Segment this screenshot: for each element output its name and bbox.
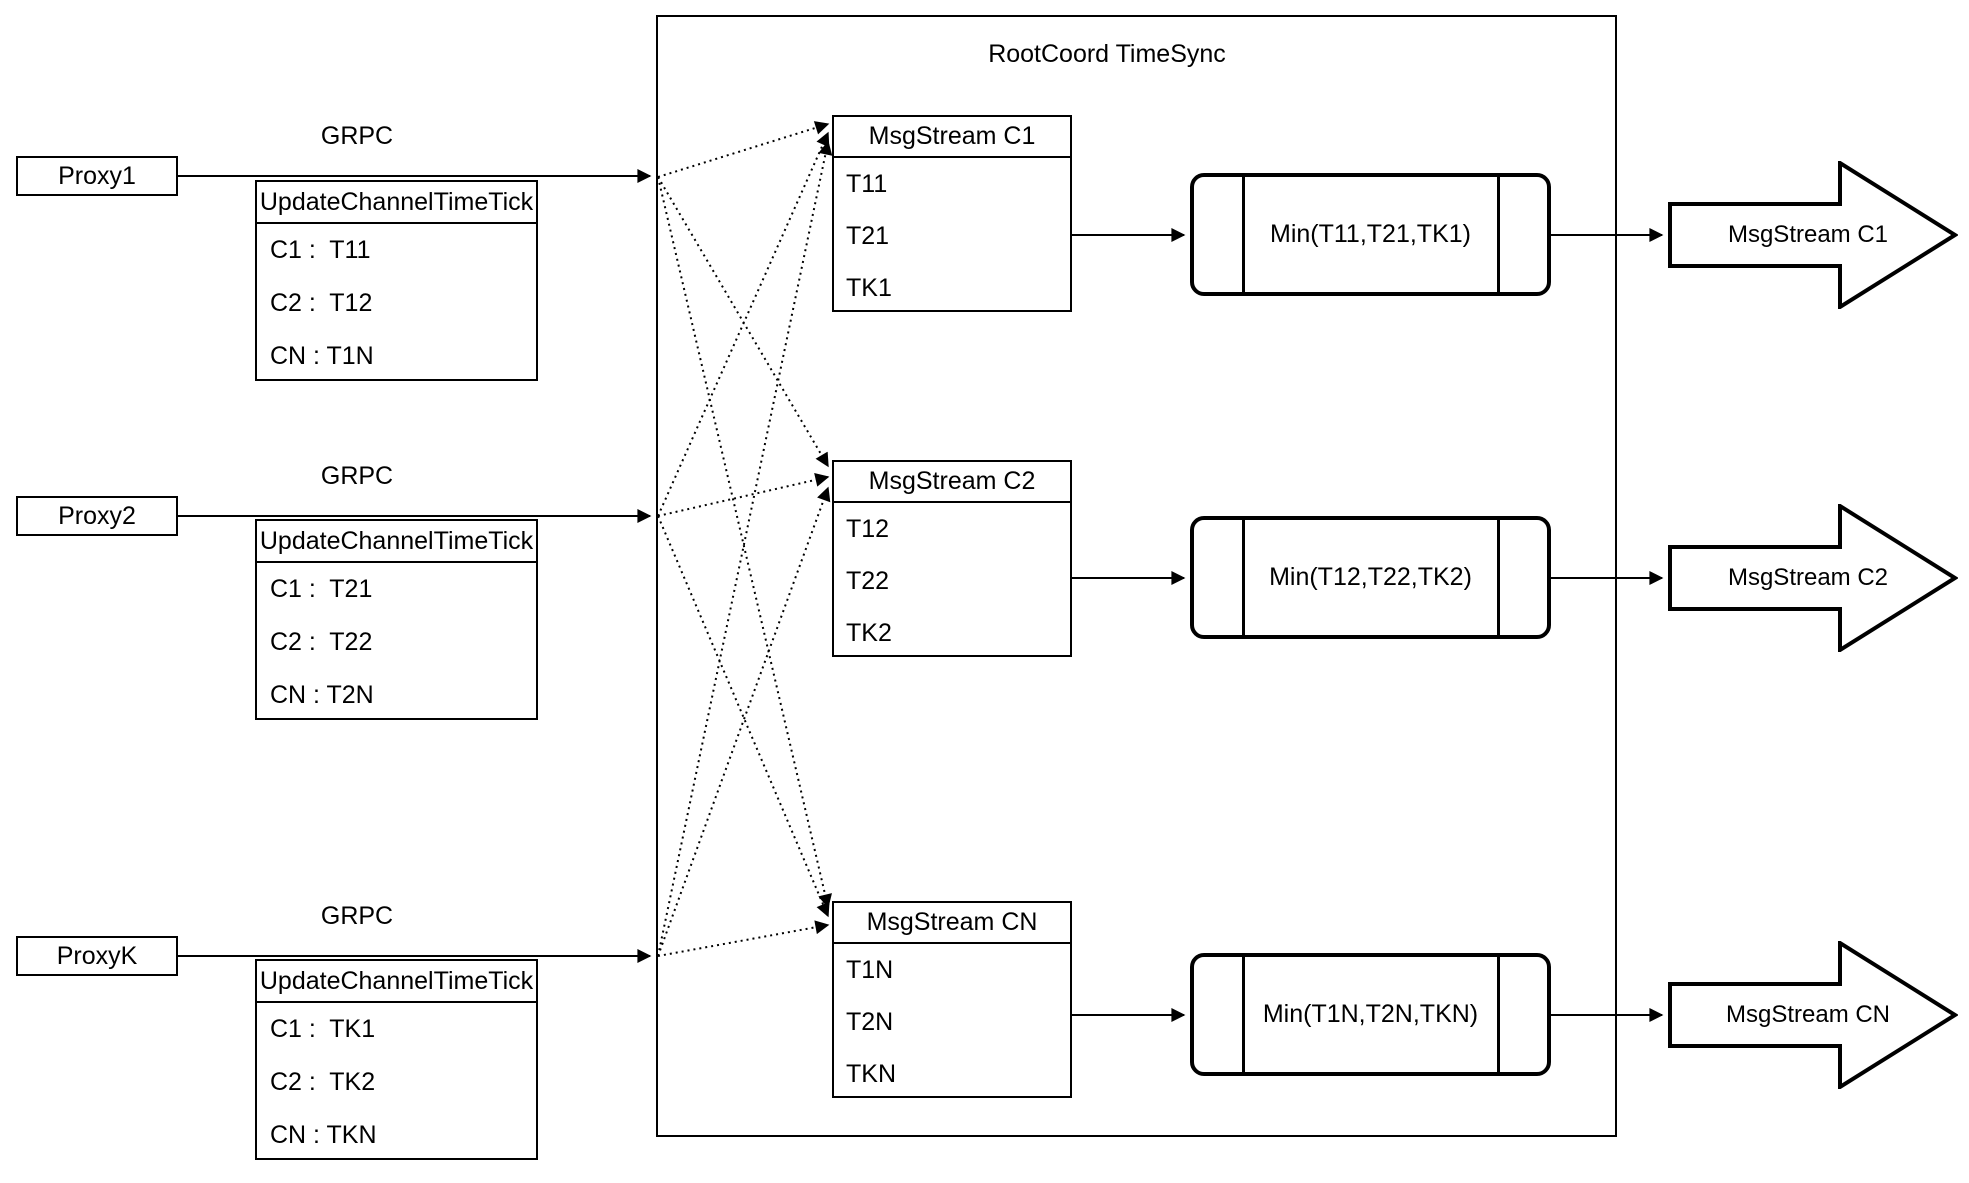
table-row: C1 : T11 (270, 236, 371, 264)
msgstream-c1-table: MsgStream C1 T11 T21 TK1 (832, 115, 1072, 312)
min-label: Min(T1N,T2N,TKN) (1262, 1000, 1479, 1028)
block-arrow-shape (1668, 939, 1959, 1091)
update-channel-timetick-table-3: UpdateChannelTimeTick C1 : TK1 C2 : TK2 … (255, 959, 538, 1160)
msgstream-c2-table: MsgStream C2 T12 T22 TK2 (832, 460, 1072, 657)
output-label: MsgStream C1 (1727, 221, 1889, 248)
update-channel-timetick-table-2: UpdateChannelTimeTick C1 : T21 C2 : T22 … (255, 519, 538, 720)
proxy2-label: Proxy2 (58, 501, 136, 530)
table-header: UpdateChannelTimeTick (257, 182, 536, 224)
block-arrow-polygon (1668, 939, 1959, 1091)
table-header: UpdateChannelTimeTick (257, 521, 536, 563)
msgstream-row: T11 (846, 169, 888, 198)
output-arrow-c1: MsgStream C1 (1666, 159, 1959, 311)
proxyk-label: ProxyK (56, 941, 138, 970)
container-title: RootCoord TimeSync (988, 39, 1226, 68)
proxy1-label: Proxy1 (58, 161, 136, 190)
output-arrow-cn: MsgStream CN (1666, 939, 1959, 1091)
block-arrow-shape (1668, 502, 1959, 654)
min-to-output-arrows (1551, 228, 1664, 1022)
output-arrow-c2: MsgStream C2 (1666, 502, 1959, 654)
min-box-c2: Min(T12,T22,TK2) (1190, 516, 1551, 639)
msgstream-row: TK2 (846, 618, 892, 647)
capsule-divider-left (1242, 957, 1245, 1072)
fan-line-p1-c1 (657, 121, 830, 178)
table-row: C1 : TK1 (270, 1015, 376, 1043)
grpc-label-1: GRPC (320, 121, 394, 150)
stream-to-min-arrows (1072, 228, 1186, 1022)
msgstream-row: T1N (846, 955, 894, 984)
grpc-label-2: GRPC (320, 461, 394, 490)
table-row: C2 : TK2 (270, 1068, 376, 1096)
timetick-fanout-lines (657, 121, 833, 957)
table-row: C2 : T22 (270, 628, 373, 656)
min-label: Min(T12,T22,TK2) (1269, 563, 1472, 591)
fan-line-p2-c1 (657, 131, 830, 517)
block-arrow-polygon (1668, 159, 1959, 311)
fan-line-p2-cn (657, 515, 830, 918)
min-box-c1: Min(T11,T21,TK1) (1190, 173, 1551, 296)
block-arrow-polygon (1668, 502, 1959, 654)
fan-line-pk-c1 (657, 140, 833, 957)
msgstream-row: T21 (846, 221, 890, 250)
fan-line-pk-c2 (657, 486, 831, 957)
proxyk-box: ProxyK (16, 936, 178, 976)
table-row: CN : T2N (270, 681, 374, 709)
table-row: C1 : T21 (270, 575, 373, 603)
output-label: MsgStream C2 (1727, 564, 1889, 591)
fan-line-p1-c2 (657, 176, 829, 468)
capsule-divider-right (1497, 177, 1500, 292)
capsule-divider-left (1242, 177, 1245, 292)
min-box-cn: Min(T1N,T2N,TKN) (1190, 953, 1551, 1076)
update-channel-timetick-table-1: UpdateChannelTimeTick C1 : T11 C2 : T12 … (255, 180, 538, 381)
proxy1-box: Proxy1 (16, 156, 178, 196)
table-row: CN : TKN (270, 1121, 377, 1149)
msgstream-row: TKN (846, 1059, 896, 1088)
table-header: UpdateChannelTimeTick (257, 961, 536, 1003)
fan-line-p1-cn (657, 176, 832, 909)
grpc-connectors (178, 169, 652, 963)
msgstream-row: T12 (846, 514, 890, 543)
output-label: MsgStream CN (1725, 1001, 1891, 1028)
capsule-divider-right (1497, 957, 1500, 1072)
proxy2-box: Proxy2 (16, 496, 178, 536)
msgstream-cn-table: MsgStream CN T1N T2N TKN (832, 901, 1072, 1098)
capsule-divider-left (1242, 520, 1245, 635)
table-row: CN : T1N (270, 342, 374, 370)
msgstream-header: MsgStream C1 (834, 117, 1070, 158)
msgstream-row: T2N (846, 1007, 894, 1036)
fan-line-pk-cn (657, 920, 830, 957)
msgstream-header: MsgStream C2 (834, 462, 1070, 503)
msgstream-row: TK1 (846, 273, 892, 302)
table-row: C2 : T12 (270, 289, 373, 317)
fan-line-p2-c2 (657, 472, 830, 517)
block-arrow-shape (1668, 159, 1959, 311)
msgstream-row: T22 (846, 566, 890, 595)
msgstream-header: MsgStream CN (834, 903, 1070, 944)
capsule-divider-right (1497, 520, 1500, 635)
grpc-label-3: GRPC (320, 901, 394, 930)
min-label: Min(T11,T21,TK1) (1270, 220, 1471, 248)
